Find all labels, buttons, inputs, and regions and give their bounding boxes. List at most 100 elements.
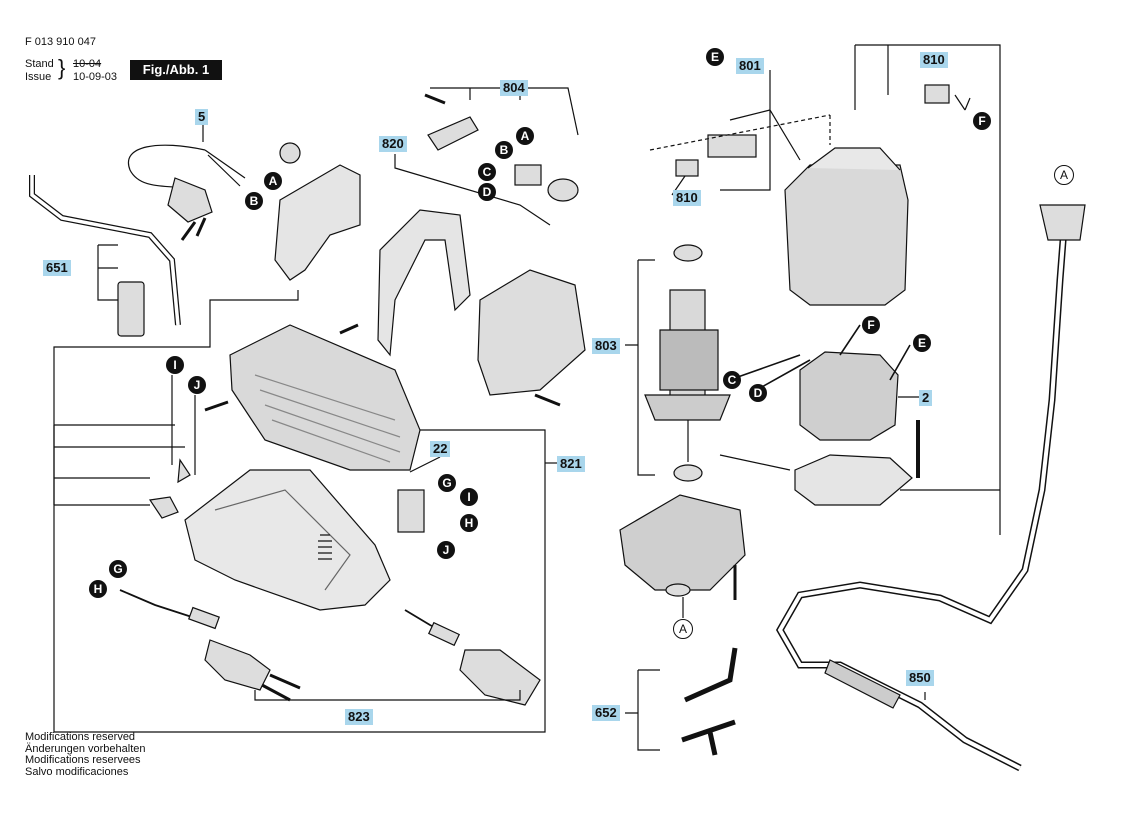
callout-j: J <box>188 376 206 394</box>
plug-pins <box>180 217 207 241</box>
screw-804 <box>424 93 446 105</box>
armature-fan <box>644 394 731 421</box>
clip-651 <box>117 281 145 337</box>
callout-i: I <box>166 356 184 374</box>
note-es: Salvo modificaciones <box>25 765 129 778</box>
brush-holder-1 <box>707 134 757 158</box>
label-810-lower: 810 <box>673 190 701 206</box>
bearing-top <box>673 244 703 262</box>
plug-body <box>167 177 213 223</box>
leader-652 <box>625 669 660 751</box>
sleeve-left <box>188 606 220 630</box>
hook-wire-inner <box>30 175 180 326</box>
field-wires <box>734 324 911 389</box>
label-801: 801 <box>736 58 764 74</box>
leader-823 <box>254 690 521 701</box>
callout-g: G <box>109 560 127 578</box>
callout-c: C <box>478 163 496 181</box>
screw-rear <box>534 393 561 407</box>
pedal-base <box>184 469 391 611</box>
sleeve-right <box>427 621 461 647</box>
switch-holder <box>427 116 479 151</box>
label-651: 651 <box>43 260 71 276</box>
pedal-assembly-frame <box>53 290 546 733</box>
note-fr: Modifications reservees <box>25 754 141 766</box>
field-coil <box>799 351 899 441</box>
label-803: 803 <box>592 338 620 354</box>
figure-label: Fig./Abb. 1 <box>130 60 222 80</box>
label-5: 5 <box>195 109 209 125</box>
callout-g: G <box>438 474 456 492</box>
doc-number: F 013 910 047 <box>25 36 96 48</box>
callout-e: E <box>913 334 931 352</box>
bearing-bottom <box>673 464 703 482</box>
switch-22 <box>397 489 425 533</box>
spring <box>318 534 332 560</box>
brace-icon: } <box>58 55 66 80</box>
callout-h: H <box>460 514 478 532</box>
bushing-820 <box>279 142 301 164</box>
plug-bottom-left <box>204 639 271 691</box>
motor-housing-top <box>807 147 901 171</box>
leader-651 <box>97 244 118 301</box>
label-850: 850 <box>906 670 934 686</box>
callout-d: D <box>478 183 496 201</box>
callout-d: D <box>749 384 767 402</box>
flex-shaft-end <box>1039 204 1086 241</box>
hex-key <box>683 647 738 703</box>
frame-lines-left <box>53 424 185 506</box>
leader-820 <box>394 154 551 226</box>
cord-5 <box>127 144 206 189</box>
label-810-top: 810 <box>920 52 948 68</box>
stand-issue-values: 10-04 10-09-03 <box>73 58 118 83</box>
plate-small <box>148 496 179 519</box>
callout-f: F <box>862 316 880 334</box>
modification-notes: Modifications reserved Änderungen vorbeh… <box>25 731 146 778</box>
carbon-brush-810-top <box>924 84 950 104</box>
callout-a: A <box>264 172 282 190</box>
socket-right <box>459 649 541 706</box>
leader-801 <box>720 70 801 191</box>
flex-shaft-nozzle <box>824 659 901 709</box>
armature-winding <box>659 329 719 391</box>
carbon-brush-810-lower <box>675 159 699 177</box>
label-820: 820 <box>379 136 407 152</box>
pedal-ribs <box>254 374 401 463</box>
plate-j <box>177 458 191 484</box>
label-2: 2 <box>919 390 933 406</box>
cord-gh <box>119 589 196 619</box>
motor-housing <box>784 164 909 306</box>
gear-outlet <box>665 583 691 597</box>
handle-bracket <box>377 209 471 357</box>
wires-ij <box>171 375 196 475</box>
chuck-key <box>681 719 736 756</box>
callout-a: A <box>516 127 534 145</box>
leader-22 <box>409 456 441 473</box>
switch-cube <box>514 164 542 186</box>
dashed-guide <box>649 114 831 151</box>
gear-housing <box>619 494 746 591</box>
dashed-guide-2 <box>719 454 1000 491</box>
note-en: Modifications reserved <box>25 731 136 743</box>
label-821: 821 <box>557 456 585 472</box>
note-de: Änderungen vorbehalten <box>25 742 146 755</box>
stand-issue-block: Stand Issue <box>25 58 54 83</box>
leader-803 <box>625 259 655 476</box>
label-22: 22 <box>430 441 451 457</box>
callout-b: B <box>495 141 513 159</box>
callout-a-open: A <box>673 619 693 639</box>
callout-j: J <box>437 541 455 559</box>
callout-e: E <box>706 48 724 66</box>
pedal-base-inner <box>214 489 351 591</box>
callout-h: H <box>89 580 107 598</box>
screw-pedal <box>204 323 359 412</box>
label-823: 823 <box>345 709 373 725</box>
cord-5-wires <box>204 149 246 187</box>
leader-810-top <box>854 44 1001 535</box>
plug-bottom-left-pins <box>261 673 301 702</box>
callout-i: I <box>460 488 478 506</box>
cover-820 <box>274 164 361 281</box>
label-652: 652 <box>592 705 620 721</box>
baffle-ring <box>794 454 913 506</box>
switch-knob <box>547 178 579 202</box>
